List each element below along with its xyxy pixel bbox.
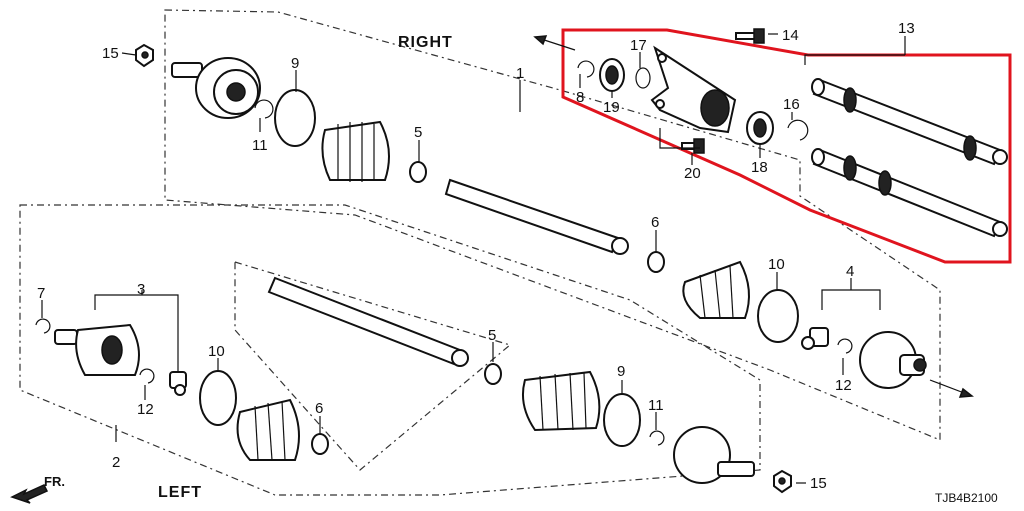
callout-12-left: 12 <box>137 401 154 418</box>
clip-12-left <box>139 368 155 384</box>
leader-lines <box>41 33 906 484</box>
outer-cv-joint-left <box>673 426 755 484</box>
bolt-20 <box>681 138 705 154</box>
nut-15-lower <box>773 469 792 494</box>
right-side-label: RIGHT <box>398 34 453 51</box>
clip-16 <box>787 119 809 141</box>
left-side-label: LEFT <box>158 484 202 501</box>
band-10-right <box>757 289 799 343</box>
clip-7 <box>35 318 51 334</box>
inner-joint-housing-left <box>54 323 140 376</box>
shaft-right <box>444 178 629 255</box>
tripod-4 <box>801 327 829 350</box>
right-assembly-outline <box>164 9 941 441</box>
clamp-6-left <box>311 433 329 455</box>
callout-19: 19 <box>603 99 620 116</box>
bearing-bracket <box>650 45 737 134</box>
nut-15-upper <box>135 43 154 68</box>
shaft-left <box>267 276 469 367</box>
callout-11-right: 11 <box>252 137 268 154</box>
boot-inner-left <box>236 398 300 461</box>
callout-4: 4 <box>846 263 854 280</box>
inner-joint-housing-right <box>859 331 927 389</box>
clamp-6-right <box>647 251 665 273</box>
tripod-left <box>169 371 187 396</box>
callout-14: 14 <box>782 27 799 44</box>
callout-9-left: 9 <box>617 363 625 380</box>
callout-3: 3 <box>137 281 145 298</box>
callout-15-upper: 15 <box>102 45 119 62</box>
shaft-kit-13-upper <box>811 78 1008 166</box>
callout-15-lower: 15 <box>810 475 827 492</box>
callout-13: 13 <box>898 20 915 37</box>
clip-11-left <box>649 430 665 446</box>
left-assembly-outline <box>19 204 761 496</box>
clip-8 <box>577 60 595 78</box>
callout-1: 1 <box>516 65 524 82</box>
callout-9-right: 9 <box>291 55 299 72</box>
callout-20: 20 <box>684 165 701 182</box>
clip-11-right <box>254 99 274 119</box>
callout-16: 16 <box>783 96 800 113</box>
callout-5-left: 5 <box>488 327 496 344</box>
bolt-14 <box>735 28 765 44</box>
highlight-region <box>561 28 1012 264</box>
clamp-5-right <box>409 161 427 183</box>
diagram-code: TJB4B2100 <box>935 491 998 505</box>
front-direction-label: FR. <box>44 474 65 489</box>
callout-10-right: 10 <box>768 256 785 273</box>
callout-12-right: 12 <box>835 377 852 394</box>
front-arrow-icon <box>10 484 49 504</box>
callout-6-right: 6 <box>651 214 659 231</box>
shaft-kit-13-lower <box>811 148 1008 238</box>
boot-outer-left <box>522 370 601 432</box>
outer-cv-joint-right <box>171 57 261 119</box>
band-10-left <box>199 370 237 426</box>
band-9-left <box>603 393 641 447</box>
clamp-5-left <box>484 363 502 385</box>
callout-2: 2 <box>112 454 120 471</box>
callout-6-left: 6 <box>315 400 323 417</box>
callout-5-right: 5 <box>414 124 422 141</box>
direction-arrow-right <box>533 35 576 51</box>
ring-17 <box>635 67 651 89</box>
direction-arrow-left <box>929 379 974 398</box>
band-9-right <box>274 89 316 147</box>
callout-18: 18 <box>751 159 768 176</box>
boot-inner-right <box>682 260 750 319</box>
callout-10-left: 10 <box>208 343 225 360</box>
callout-7: 7 <box>37 285 45 302</box>
clip-12-right <box>837 338 853 354</box>
boot-outer-right <box>321 120 390 182</box>
left-shaft-bracket <box>234 261 512 471</box>
callout-8: 8 <box>576 89 584 106</box>
seal-19 <box>599 58 625 92</box>
callout-17: 17 <box>630 37 647 54</box>
seal-18 <box>746 111 774 145</box>
callout-11-left: 11 <box>648 397 664 414</box>
